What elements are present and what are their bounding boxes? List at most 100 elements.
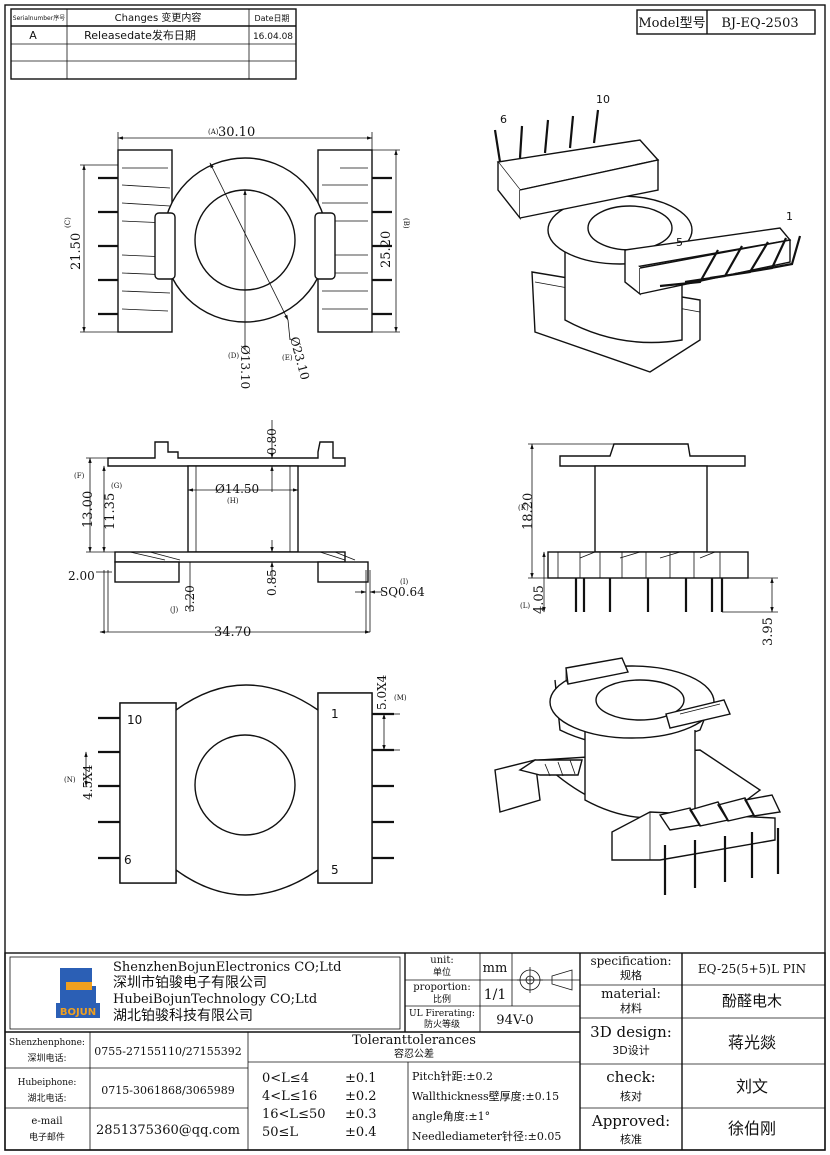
dim-f-tag: (F) (74, 472, 85, 480)
spec-label-cn: 规格 (620, 968, 642, 982)
general-spec-item: Wallthickness壁厚度:±0.15 (412, 1089, 559, 1103)
ul-label-cn: 防火等级 (424, 1018, 460, 1030)
dim-n-value: 4.5X4 (81, 764, 95, 800)
rev-row-change: Releasedate发布日期 (84, 28, 196, 42)
tolerance-value: ±0.4 (345, 1125, 377, 1140)
tolerance-range: 16<L≤50 (262, 1107, 326, 1122)
contact-sz-value: 0755-27155110/27155392 (94, 1045, 241, 1058)
dim-b-value: 25.20 (379, 231, 394, 268)
approved-label-en: Approved: (591, 1112, 670, 1130)
front-view: (F) 13.00 (G) 11.35 Ø14.50 (H) 0.80 0.85… (68, 420, 425, 640)
dim-n-tag: (N) (64, 776, 76, 784)
company-logo: BOJUN (56, 968, 100, 1018)
dim-c-value: 21.50 (69, 233, 84, 270)
bottom-pin-6: 6 (124, 853, 132, 867)
side-view: (K) 18.20 (L) 4.05 3.95 (518, 443, 778, 646)
bottom-view: 10 6 1 5 5.0X4 (M) 4.5X4 (N) (64, 674, 407, 896)
check-label-en: check: (606, 1068, 655, 1086)
company-en-2: HubeiBojunTechnology CO;Ltd (113, 992, 317, 1007)
design-label-en: 3D design: (590, 1023, 672, 1041)
front-top-gap: 0.80 (265, 428, 279, 455)
iso-view-top: 6 10 1 5 (493, 93, 802, 373)
tolerance-value: ±0.1 (345, 1071, 377, 1086)
tolerance-range: 0<L≤4 (262, 1071, 309, 1086)
tolerance-value: ±0.2 (345, 1089, 377, 1104)
company-cn-1: 深圳市铂骏电子有限公司 (113, 974, 267, 991)
projection-symbol (517, 967, 573, 993)
dim-g-value: 11.35 (103, 493, 118, 530)
ul-label-en: UL Firerating: (409, 1009, 475, 1019)
side-pin-length: 3.95 (761, 617, 776, 646)
rev-row-date: 16.04.08 (253, 32, 293, 42)
dim-j-value: 3.20 (183, 585, 197, 612)
dim-b-tag: (B) (402, 218, 410, 229)
iso-top-pin-10: 10 (596, 93, 610, 106)
dim-f-value: 13.00 (81, 491, 96, 528)
proportion-label-en: proportion: (413, 982, 470, 993)
proportion-value: 1/1 (484, 987, 507, 1003)
dim-c-tag: (C) (64, 217, 72, 228)
approved-label-cn: 核准 (620, 1132, 642, 1146)
proportion-label-cn: 比例 (433, 993, 451, 1005)
design-value: 蒋光燚 (728, 1033, 776, 1052)
rev-row-serial: A (29, 29, 37, 42)
unit-value: mm (483, 961, 508, 976)
dim-k-tag: (K) (518, 504, 529, 512)
dim-i-tag: (I) (400, 578, 408, 586)
check-label-cn: 核对 (620, 1089, 642, 1103)
tol-title-cn: 容忍公差 (394, 1047, 434, 1060)
unit-label-cn: 单位 (433, 966, 451, 978)
spec-label-en: specification: (590, 954, 671, 968)
tol-title-en: Toleranttolerances (352, 1033, 476, 1048)
rev-header-date: Date日期 (254, 14, 289, 23)
dim-a-value: 30.10 (218, 125, 255, 140)
dim-k-value: 18.20 (521, 493, 536, 530)
title-block: BOJUN ShenzhenBojunElectronics CO;Ltd 深圳… (4, 952, 826, 1151)
spec-value: EQ-25(5+5)L PIN (698, 962, 806, 976)
rev-header-serial: Serialnumber序号 (13, 14, 65, 22)
dim-l-value: 4.05 (532, 585, 547, 614)
approved-value: 徐伯刚 (728, 1119, 776, 1138)
contact-email-label-cn: 电子邮件 (29, 1131, 65, 1143)
ul-value: 94V-0 (496, 1013, 533, 1028)
iso-top-pin-1: 1 (786, 210, 793, 223)
material-label-en: material: (601, 987, 661, 1002)
contact-sz-label-cn: 深圳电话: (27, 1052, 66, 1064)
contact-sz-label-en: Shenzhenphone: (9, 1038, 85, 1048)
revision-table: Serialnumber序号 Changes 变更内容 Date日期 A Rel… (10, 8, 297, 80)
tolerance-value: ±0.3 (345, 1107, 377, 1122)
model-label: Model型号 (638, 16, 705, 31)
dim-h-value: Ø14.50 (215, 482, 259, 496)
front-bottom-gap: 0.85 (265, 569, 279, 596)
model-value: BJ-EQ-2503 (721, 16, 798, 31)
contact-hb-label-cn: 湖北电话: (27, 1092, 66, 1104)
design-label-cn: 3D设计 (612, 1044, 649, 1057)
iso-top-pin-5: 5 (676, 236, 683, 249)
unit-label-en: unit: (430, 955, 453, 966)
dim-e-tag: (E) (282, 354, 293, 362)
contact-email-label-en: e-mail (31, 1116, 62, 1127)
contact-hb-value: 0715-3061868/3065989 (101, 1084, 234, 1097)
model-box: Model型号 BJ-EQ-2503 (636, 9, 816, 35)
general-spec-item: Pitch针距:±0.2 (412, 1069, 493, 1083)
company-cn-2: 湖北铂骏科技有限公司 (113, 1008, 253, 1024)
top-view: (A) 30.10 (C) 21.50 (B) 25.20 (D) Ø13.10… (64, 125, 410, 389)
front-left-dim: 2.00 (68, 569, 95, 583)
front-width-value: 34.70 (214, 625, 251, 640)
iso-top-pin-6: 6 (500, 113, 507, 126)
dim-i-value: SQ0.64 (380, 585, 425, 599)
contact-email-value: 2851375360@qq.com (96, 1123, 240, 1138)
bottom-pin-10: 10 (127, 713, 142, 727)
iso-view-bottom (494, 657, 782, 895)
dim-g-tag: (G) (111, 482, 122, 490)
tolerance-range: 4<L≤16 (262, 1089, 317, 1104)
general-spec-item: angle角度:±1° (412, 1109, 490, 1123)
dim-m-value: 5.0X4 (375, 674, 389, 710)
tolerance-range: 50≤L (262, 1125, 298, 1140)
dim-j-tag: (J) (170, 606, 179, 614)
tolerance-table: 0<L≤4 ±0.1 4<L≤16 ±0.2 16<L≤50 ±0.3 50≤L ±0.4 (262, 1071, 377, 1140)
company-en-1: ShenzhenBojunElectronics CO;Ltd (113, 960, 341, 975)
